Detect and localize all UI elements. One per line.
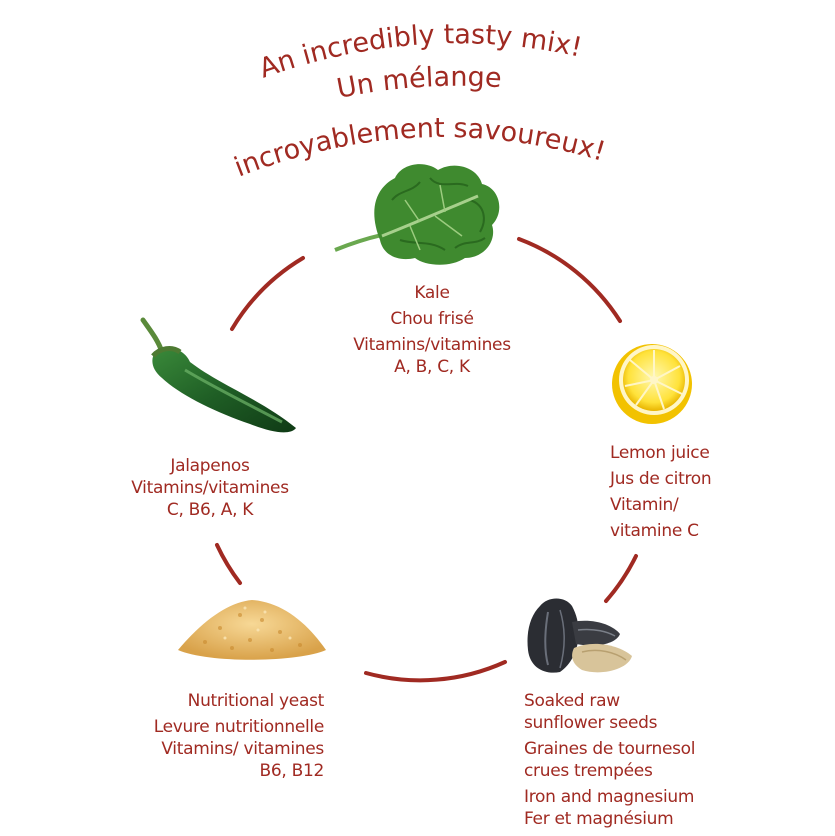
yeast-vitamins-label: Vitamins/ vitamines	[161, 739, 324, 759]
cycle-arc-seeds-yeast	[364, 660, 507, 683]
yeast-vitamins: B6, B12	[259, 761, 325, 781]
lemon-half-icon	[612, 344, 692, 424]
seeds-name-fr-1: Graines de tournesol	[524, 739, 696, 759]
yeast-name-fr: Levure nutritionnelle	[153, 717, 325, 737]
cycle-arc-jalapeno-kale	[230, 256, 305, 331]
kale-label: Kale Chou frisé Vitamins/vitamines A, B,…	[332, 282, 532, 378]
seeds-name-fr-2: crues trempées	[524, 761, 653, 781]
jalapeno-label: Jalapenos Vitamins/vitamines C, B6, A, K	[110, 455, 310, 521]
lemon-label: Lemon juice Jus de citron Vitamin/ vitam…	[610, 442, 810, 542]
seeds-minerals-en: Iron and magnesium	[524, 787, 695, 807]
sunflower-seeds-icon	[527, 598, 632, 673]
kale-vitamins: A, B, C, K	[394, 357, 470, 377]
kale-leaf-icon	[334, 164, 500, 265]
kale-name-en: Kale	[414, 283, 450, 303]
kale-vitamins-label: Vitamins/vitamines	[353, 335, 511, 355]
yeast-name-en: Nutritional yeast	[187, 691, 325, 711]
jalapeno-vitamins: C, B6, A, K	[166, 500, 254, 520]
seeds-minerals-fr: Fer et magnésium	[524, 809, 674, 829]
jalapeno-pepper-icon	[140, 317, 296, 433]
kale-name-fr: Chou frisé	[390, 309, 474, 329]
seeds-label: Soaked raw sunflower seeds Graines de to…	[524, 690, 754, 830]
jalapeno-name-en: Jalapenos	[170, 456, 250, 476]
cycle-arc-kale-lemon	[517, 237, 622, 323]
cycle-arc-lemon-seeds	[604, 554, 638, 603]
yeast-label: Nutritional yeast Levure nutritionnelle …	[104, 690, 325, 782]
title-line-2: Un mélange	[334, 62, 502, 105]
lemon-name-en: Lemon juice	[610, 443, 710, 463]
lemon-vitamins-label: Vitamin/	[610, 495, 679, 515]
nutritional-yeast-icon	[178, 600, 326, 660]
lemon-name-fr: Jus de citron	[610, 469, 712, 489]
seeds-name-en-1: Soaked raw	[524, 691, 620, 711]
lemon-vitamins: vitamine C	[610, 521, 699, 541]
cycle-arc-yeast-jalapeno	[215, 543, 242, 585]
seeds-name-en-2: sunflower seeds	[524, 713, 658, 733]
jalapeno-vitamins-label: Vitamins/vitamines	[131, 478, 289, 498]
